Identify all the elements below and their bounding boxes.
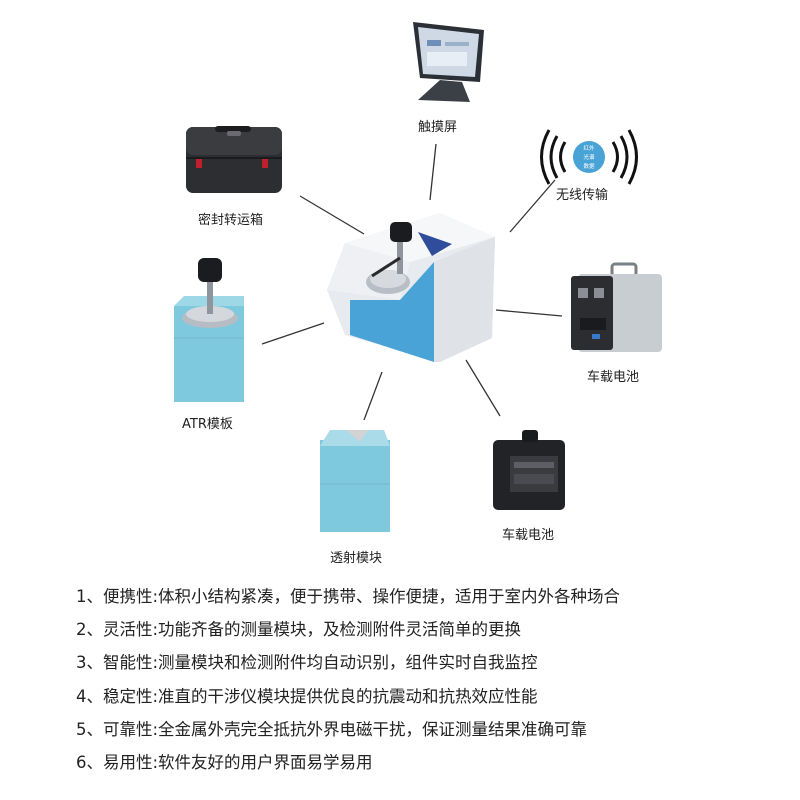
connector-battery-pack: [465, 359, 501, 417]
transmission-module-icon: [320, 430, 390, 532]
connector-wireless: [509, 179, 556, 233]
feature-list: 1、便携性:体积小结构紧凑，便于携带、操作便捷，适用于室内外各种场合 2、灵活性…: [76, 580, 776, 779]
connector-transmission: [363, 371, 383, 421]
connector-touchscreen: [429, 143, 437, 201]
label-touchscreen: 触摸屏: [418, 120, 458, 135]
label-atr-module: ATR模板: [182, 417, 233, 432]
connector-case: [299, 195, 365, 235]
label-wireless: 无线传输: [556, 188, 609, 203]
wireless-icon: [540, 129, 638, 185]
feature-item: 6、易用性:软件友好的用户界面易学易用: [76, 752, 373, 772]
label-transport-case: 密封转运箱: [198, 213, 264, 228]
diagram-canvas: 红外 光谱 数据: [174, 22, 662, 532]
accessory-diagram: 红外 光谱 数据: [174, 22, 662, 566]
label-battery-station: 车载电池: [587, 370, 640, 385]
touchscreen-icon: [413, 22, 484, 102]
connector-battery-station: [495, 309, 563, 317]
feature-item: 3、智能性:测量模块和检测附件均自动识别，组件实时自我监控: [76, 653, 538, 673]
battery-station-icon: [571, 262, 662, 352]
feature-item: 1、便携性:体积小结构紧凑，便于携带、操作便捷，适用于室内外各种场合: [76, 587, 621, 606]
battery-pack-icon: [493, 430, 565, 510]
feature-item: 2、灵活性:功能齐备的测量模块，及检测附件灵活简单的更换: [76, 620, 522, 640]
transport-case-icon: [186, 126, 282, 193]
feature-item: 4、稳定性:准直的干涉仪模块提供优良的抗震动和抗热效应性能: [76, 686, 538, 706]
spectrometer-icon: [327, 213, 495, 362]
wireless-badge: [573, 141, 605, 173]
wireless-badge-line-1: 红外: [583, 144, 595, 152]
wireless-badge-line-3: 数据: [583, 162, 595, 170]
connector-lines: [261, 143, 563, 421]
connector-atr: [261, 322, 325, 345]
label-transmission-module: 透射模块: [330, 551, 383, 566]
atr-module-icon: [174, 258, 244, 402]
feature-item: 5、可靠性:全金属外壳完全抵抗外界电磁干扰，保证测量结果准确可靠: [76, 719, 588, 739]
wireless-badge-line-2: 光谱: [583, 153, 595, 161]
label-battery-pack: 车载电池: [502, 528, 555, 543]
